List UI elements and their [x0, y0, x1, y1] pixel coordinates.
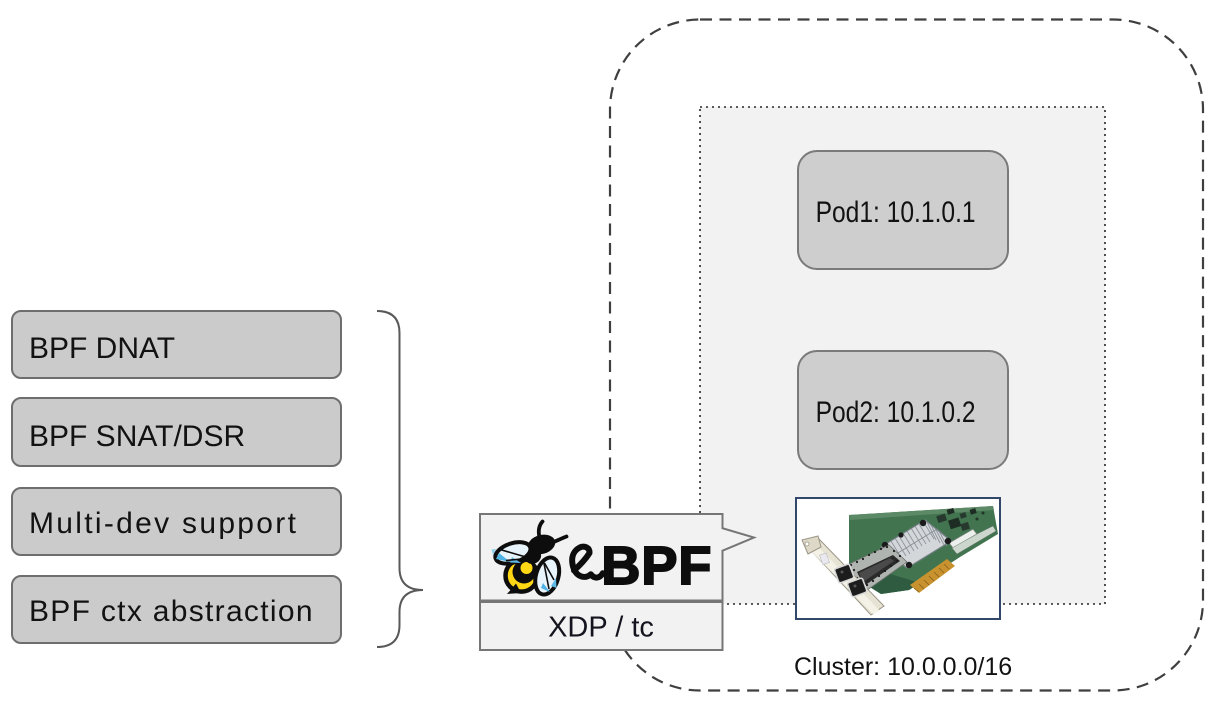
svg-text:BPF: BPF	[601, 536, 712, 596]
svg-text:XDP / tc: XDP / tc	[548, 612, 654, 644]
